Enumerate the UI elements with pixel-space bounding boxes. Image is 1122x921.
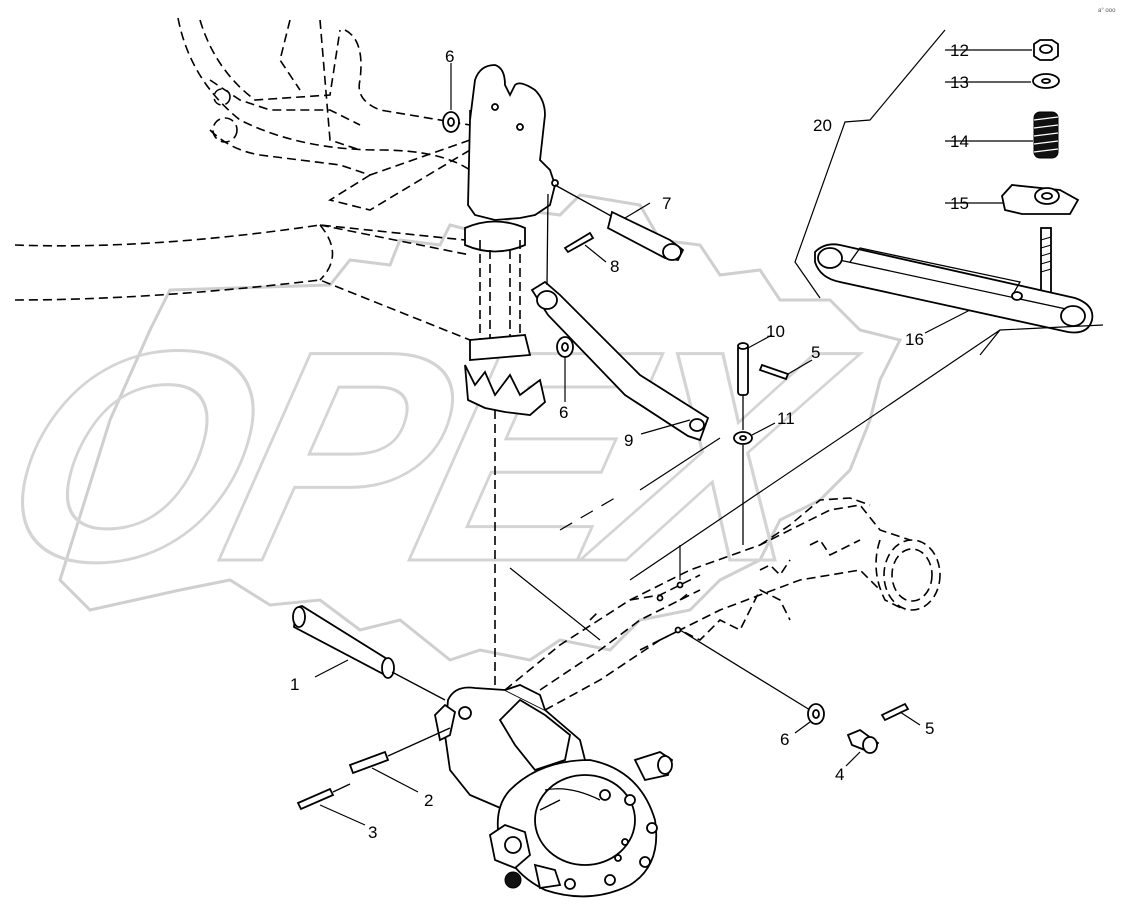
- callout-5-upper: 5: [811, 343, 820, 362]
- callout-6-top: 6: [445, 47, 454, 66]
- spring-14: [1033, 111, 1059, 159]
- callout-15: 15: [950, 194, 969, 213]
- nut-12: [1033, 39, 1059, 61]
- sleeve-2: [348, 727, 451, 775]
- spring-pin-5-upper: [758, 363, 790, 381]
- clip-8: [563, 231, 595, 254]
- callout-5-lower: 5: [925, 719, 934, 738]
- callout-12: 12: [950, 41, 969, 60]
- callout-1: 1: [290, 675, 299, 694]
- pivot-bracket: [464, 64, 559, 700]
- spring-pin-5-lower: [880, 702, 910, 722]
- leveling-bar-16: [814, 243, 1094, 334]
- callout-6-middle: 6: [559, 403, 568, 422]
- callout-7: 7: [662, 194, 671, 213]
- callout-13: 13: [950, 73, 969, 92]
- washer-6-lower: [679, 629, 825, 725]
- front-axle-outline: [504, 497, 941, 711]
- leader-lines: [314, 49, 1033, 826]
- pin-1: [292, 605, 446, 701]
- bracket-15: [1001, 184, 1080, 215]
- callout-6-lower: 6: [780, 730, 789, 749]
- callout-9: 9: [624, 431, 633, 450]
- opex-watermark: OPEX: [0, 193, 903, 662]
- callout-20: 20: [813, 116, 832, 135]
- callout-4: 4: [835, 765, 844, 784]
- callout-2: 2: [424, 791, 433, 810]
- corner-mark: a° ooo: [1098, 8, 1116, 14]
- group-20-bracket-lines: [629, 29, 1104, 581]
- washer-6-middle: [556, 336, 574, 358]
- pin-4: [846, 728, 880, 754]
- callout-11: 11: [777, 409, 795, 428]
- callout-14: 14: [950, 132, 969, 151]
- pin-3: [296, 783, 351, 811]
- pin-7: [554, 184, 685, 261]
- washer-6-top: [442, 111, 460, 133]
- washer-13: [1032, 73, 1060, 89]
- callout-8: 8: [610, 257, 619, 276]
- guide-lines: [509, 437, 721, 641]
- washer-11: [733, 431, 753, 545]
- rod-9: [530, 193, 710, 442]
- pin-10: [737, 342, 749, 430]
- final-drive-hub: [488, 751, 674, 898]
- callout-3: 3: [368, 823, 377, 842]
- callout-labels: 1 2 3 4 5 5 6 6 6 7 8 9 10 11 12 13 14 1…: [290, 41, 969, 842]
- callout-16: 16: [905, 330, 924, 349]
- callout-10: 10: [766, 322, 785, 341]
- watermark-text: OPEX: [0, 288, 877, 624]
